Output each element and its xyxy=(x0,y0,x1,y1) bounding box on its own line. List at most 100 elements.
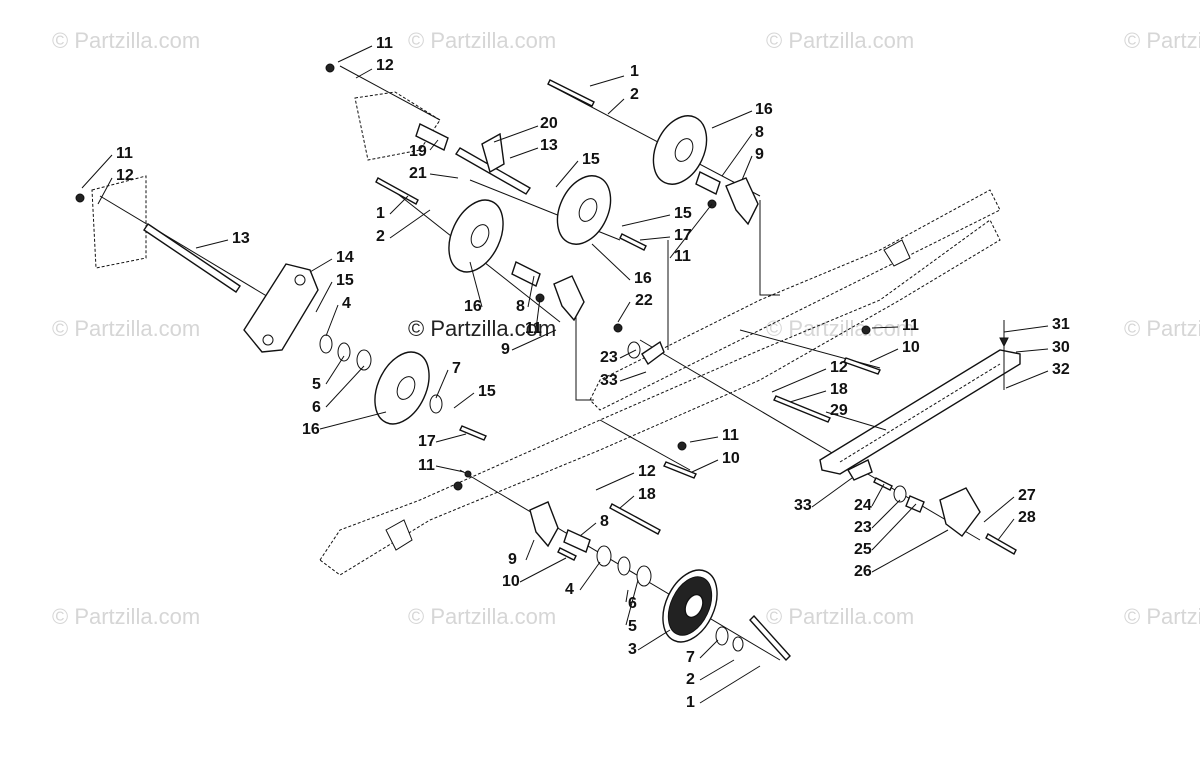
callout-number: 12 xyxy=(830,359,848,376)
watermark: © Partzilla.com xyxy=(52,316,200,341)
mount-bracket xyxy=(725,177,759,226)
pin xyxy=(873,477,893,491)
lock-nut xyxy=(613,323,623,333)
rail-bracket-left xyxy=(385,519,413,551)
callout-number: 17 xyxy=(674,227,692,244)
callout-leader-line xyxy=(453,392,475,409)
callout-leader-line xyxy=(1005,370,1049,389)
callout-number: 5 xyxy=(628,618,637,635)
pivot-arm xyxy=(481,132,505,174)
callout-leader-line xyxy=(691,459,719,473)
callout-number: 11 xyxy=(722,427,739,444)
callout-leader-line xyxy=(771,368,827,393)
callout-number: 13 xyxy=(540,137,558,154)
callout-number: 11 xyxy=(674,248,691,265)
spacer xyxy=(563,529,591,553)
axle-line xyxy=(547,83,761,197)
callout-leader-line xyxy=(389,195,409,215)
lock-nut xyxy=(861,325,871,335)
callout-leader-line xyxy=(625,589,629,603)
idler-wheel xyxy=(652,115,708,185)
callout-leader-line xyxy=(983,496,1015,523)
bolt xyxy=(609,503,661,535)
upper-left-rail-segment xyxy=(354,91,441,161)
callout-leader-line xyxy=(315,281,333,313)
callout-number: 16 xyxy=(634,270,652,287)
arm-hole xyxy=(262,334,274,346)
bolt xyxy=(557,547,577,561)
spoked-wheel xyxy=(662,569,718,643)
callout-leader-line xyxy=(435,465,465,473)
axle-line xyxy=(599,419,691,471)
callout-number: 15 xyxy=(674,205,692,222)
callout-number: 22 xyxy=(635,292,653,309)
washer xyxy=(627,341,641,359)
mount-bracket xyxy=(529,501,559,548)
rivet-arrow xyxy=(999,337,1009,348)
callout-leader-line xyxy=(493,125,539,143)
callout-number: 21 xyxy=(409,165,427,182)
callout-number: 1 xyxy=(376,205,385,222)
callout-leader-line xyxy=(535,297,541,330)
callout-leader-line xyxy=(429,139,439,151)
callout-leader-line xyxy=(811,477,853,508)
callout-leader-line xyxy=(309,258,333,273)
callout-leader-line xyxy=(591,243,631,281)
callout-leader-line xyxy=(81,154,113,189)
callout-leader-line xyxy=(325,365,365,408)
callout-number: 15 xyxy=(336,272,354,289)
watermark: © Partzilla.com xyxy=(766,604,914,629)
rail-bracket-right xyxy=(883,239,911,267)
lock-nut xyxy=(464,470,472,478)
pin xyxy=(619,233,647,251)
callout-number: 10 xyxy=(902,339,920,356)
callout-leader-line xyxy=(525,539,535,561)
callout-number: 8 xyxy=(600,513,609,530)
lock-nut xyxy=(453,481,463,491)
callout-number: 19 xyxy=(409,143,427,160)
callout-number: 6 xyxy=(312,399,321,416)
callout-number: 30 xyxy=(1052,339,1070,356)
clip xyxy=(641,340,665,366)
callout-number: 11 xyxy=(418,457,435,474)
bolt xyxy=(749,614,791,662)
callout-leader-line xyxy=(195,239,229,249)
idler-wheel xyxy=(448,199,504,273)
callout-leader-line xyxy=(789,390,827,403)
callout-leader-line xyxy=(699,665,761,704)
callout-number: 17 xyxy=(418,433,436,450)
callout-number: 27 xyxy=(1018,487,1036,504)
callout-number: 24 xyxy=(854,497,872,514)
bolt xyxy=(985,533,1017,555)
wheels xyxy=(374,115,718,643)
shaft xyxy=(143,223,241,293)
watermark-layer: © Partzilla.com © Partzilla.com © Partzi… xyxy=(52,28,1200,629)
callout-number: 29 xyxy=(830,402,848,419)
callout-leader-line xyxy=(579,561,601,591)
callout-leader-line xyxy=(621,214,671,227)
callout-leader-line xyxy=(741,155,753,181)
bolt xyxy=(773,395,831,423)
callout-leader-line xyxy=(519,557,567,583)
washer xyxy=(429,394,443,414)
callout-leader-line xyxy=(871,503,917,551)
bearing xyxy=(356,349,372,371)
axle-line xyxy=(339,65,441,121)
callout-leader-line xyxy=(871,499,901,529)
watermark: © Partzilla.com xyxy=(1124,28,1200,53)
callout-leader-line xyxy=(699,659,735,681)
callout-leader-line xyxy=(639,236,671,241)
watermark: © Partzilla.com xyxy=(1124,604,1200,629)
watermark: © Partzilla.com xyxy=(1124,316,1200,341)
callout-leader-line xyxy=(589,75,625,87)
watermark: © Partzilla.com xyxy=(766,316,914,341)
callout-number: 33 xyxy=(600,372,618,389)
callout-leader-line xyxy=(579,522,597,537)
callout-number: 11 xyxy=(376,35,393,52)
callout-number: 11 xyxy=(116,145,133,162)
bolt xyxy=(547,79,595,107)
idler-wheel xyxy=(374,351,430,425)
callout-leader-line xyxy=(699,639,719,659)
watermark: © Partzilla.com xyxy=(408,28,556,53)
